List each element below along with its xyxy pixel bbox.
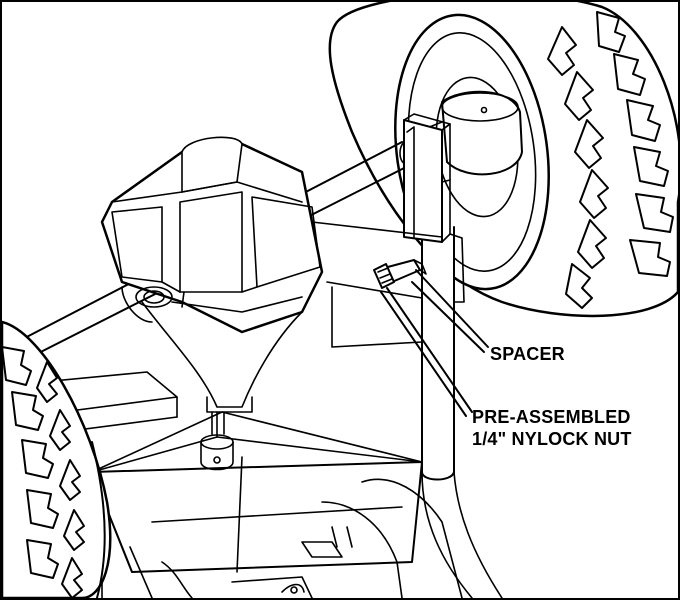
nylock-nut-callout-line2: 1/4" NYLOCK NUT (472, 429, 632, 449)
gearbox-housing (102, 137, 322, 469)
left-wheel (2, 322, 110, 598)
leader-lines (381, 270, 488, 416)
nylock-nut-callout-line1: PRE-ASSEMBLED (472, 407, 631, 427)
chassis-frame (42, 114, 502, 598)
spacer-callout-label: SPACER (490, 344, 565, 364)
nylock-nut-callout-label: PRE-ASSEMBLED 1/4" NYLOCK NUT (472, 406, 632, 450)
spacer-and-nut (374, 260, 426, 288)
